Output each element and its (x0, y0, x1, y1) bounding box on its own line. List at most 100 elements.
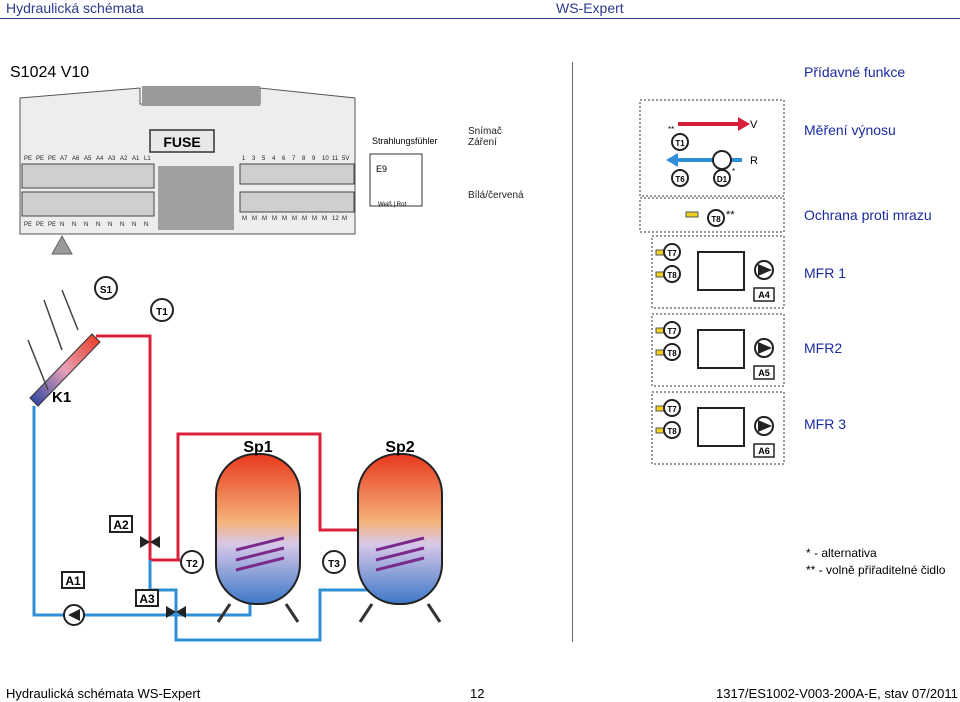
mfr-sensor-icon (663, 399, 681, 417)
meas-star2: ** (668, 125, 674, 134)
function-label-mfr2: MFR2 (804, 340, 843, 356)
mfr-sensor-icon (663, 343, 681, 361)
terminal-label: 4 (272, 156, 276, 162)
t3-label: T3 (328, 559, 340, 570)
terminal-label: L1 (144, 156, 151, 162)
terminal-strip-left (21, 163, 155, 217)
mfr-output-box (753, 287, 775, 302)
mfr-output-label: A6 (758, 446, 770, 456)
controller-transformer (158, 166, 234, 230)
t1-label: T1 (156, 307, 168, 318)
terminal-label: M (242, 216, 247, 222)
mfr-panel (651, 391, 785, 465)
sensor-note-2: Bílá/červená (468, 190, 524, 201)
terminal-label: 9 (312, 156, 316, 162)
terminal-label: N (72, 222, 76, 228)
frost-stars: ** (726, 209, 735, 221)
terminal-label: M (342, 216, 347, 222)
terminal-label: 6 (282, 156, 286, 162)
flow-meter-icon (712, 150, 732, 170)
storage-tank-sp2 (357, 453, 443, 605)
a2-label: A2 (113, 518, 129, 532)
terminal-label: N (108, 222, 112, 228)
note-free-sensor: ** - volně přiřaditelné čidlo (806, 563, 946, 577)
mfr-sensor-label: T8 (667, 349, 677, 358)
wire-label: Weiß | Rot (378, 202, 406, 208)
column-divider (572, 62, 573, 642)
terminal-label: A7 (60, 156, 68, 162)
terminal-label: M (272, 216, 277, 222)
mfr-sensor-icon (663, 243, 681, 261)
meas-t6-label: T6 (675, 175, 685, 184)
t2-sensor-icon (180, 550, 204, 574)
s1-label: S1 (100, 285, 113, 296)
mfr-sensor-label: T8 (667, 427, 677, 436)
terminal-label: 12 (332, 216, 339, 222)
terminal-label: 5 (262, 156, 266, 162)
terminal-label: N (96, 222, 100, 228)
meas-d1-label: D1 (717, 175, 728, 184)
terminal-label: M (292, 216, 297, 222)
terminal-label: N (144, 222, 148, 228)
footer-title: Hydraulická schémata WS-Expert (6, 686, 201, 701)
function-label-mfr1: MFR 1 (804, 265, 846, 281)
sensor-note-1: Snímač Záření (468, 126, 502, 148)
terminal-label: A5 (84, 156, 92, 162)
sp1-label: Sp1 (243, 439, 272, 456)
meas-t1-label: T1 (675, 139, 685, 148)
mfr-sensor-label: T7 (667, 405, 677, 414)
terminal-label: 3 (252, 156, 256, 162)
mfr-sensor-icon (663, 321, 681, 339)
k1-label: K1 (52, 389, 71, 406)
terminal-label: 8 (302, 156, 306, 162)
terminal-label: A1 (132, 156, 140, 162)
sp2-label: Sp2 (385, 439, 414, 456)
mfr-sensor-label: T7 (667, 327, 677, 336)
function-label-frost: Ochrana proti mrazu (804, 207, 932, 223)
function-label-mfr3: MFR 3 (804, 416, 846, 432)
terminal-label: 5V (342, 156, 349, 162)
pump-arrow-icon (758, 342, 772, 354)
warning-icon (51, 234, 73, 255)
mfr-sensor-label: T7 (667, 249, 677, 258)
header-product: WS-Expert (556, 0, 624, 16)
fuse-box (149, 129, 215, 153)
terminal-label: 11 (332, 156, 339, 162)
terminal-label: PE (48, 156, 56, 162)
mfr-panel (651, 313, 785, 387)
note-alternative: * - alternativa (806, 546, 877, 560)
terminal-label: A6 (72, 156, 80, 162)
t1-sensor-icon (150, 298, 174, 322)
radiation-sensor-box (369, 153, 423, 207)
mfr-relay-box (697, 251, 745, 291)
function-diagrams: V R T1 T6 D1 ** * T8 ** T7T8A4T7T8A5T7T8… (639, 99, 785, 465)
pump-arrow-icon (758, 420, 772, 432)
mfr-sensor-icon (663, 421, 681, 439)
terminal-label: A2 (120, 156, 128, 162)
terminal-label: M (252, 216, 257, 222)
terminal-label: M (322, 216, 327, 222)
flow-r-label: R (750, 155, 758, 167)
terminal-label: N (60, 222, 64, 228)
header-rule (0, 18, 960, 19)
mfr-relay-box (697, 329, 745, 369)
mfr-sensor-icon (663, 265, 681, 283)
frost-protection-panel (639, 197, 785, 233)
a3-label: A3 (139, 592, 155, 606)
t3-sensor-icon (322, 550, 346, 574)
terminal-label: M (302, 216, 307, 222)
mfr-output-box (753, 365, 775, 380)
storage-tank-sp1 (215, 453, 301, 605)
terminal-label: PE (36, 156, 44, 162)
document-code: 1317/ES1002-V003-200A-E, stav 07/2011 (716, 686, 958, 701)
terminal-label: A4 (96, 156, 104, 162)
e9-label: E9 (376, 164, 387, 174)
t2-label: T2 (186, 559, 198, 570)
page-number: 12 (470, 686, 485, 701)
terminal-label: PE (48, 222, 56, 228)
yield-measurement-panel (639, 99, 785, 197)
terminal-label: M (312, 216, 317, 222)
mfr-output-box (753, 443, 775, 458)
terminal-label: M (282, 216, 287, 222)
terminal-label: N (120, 222, 124, 228)
